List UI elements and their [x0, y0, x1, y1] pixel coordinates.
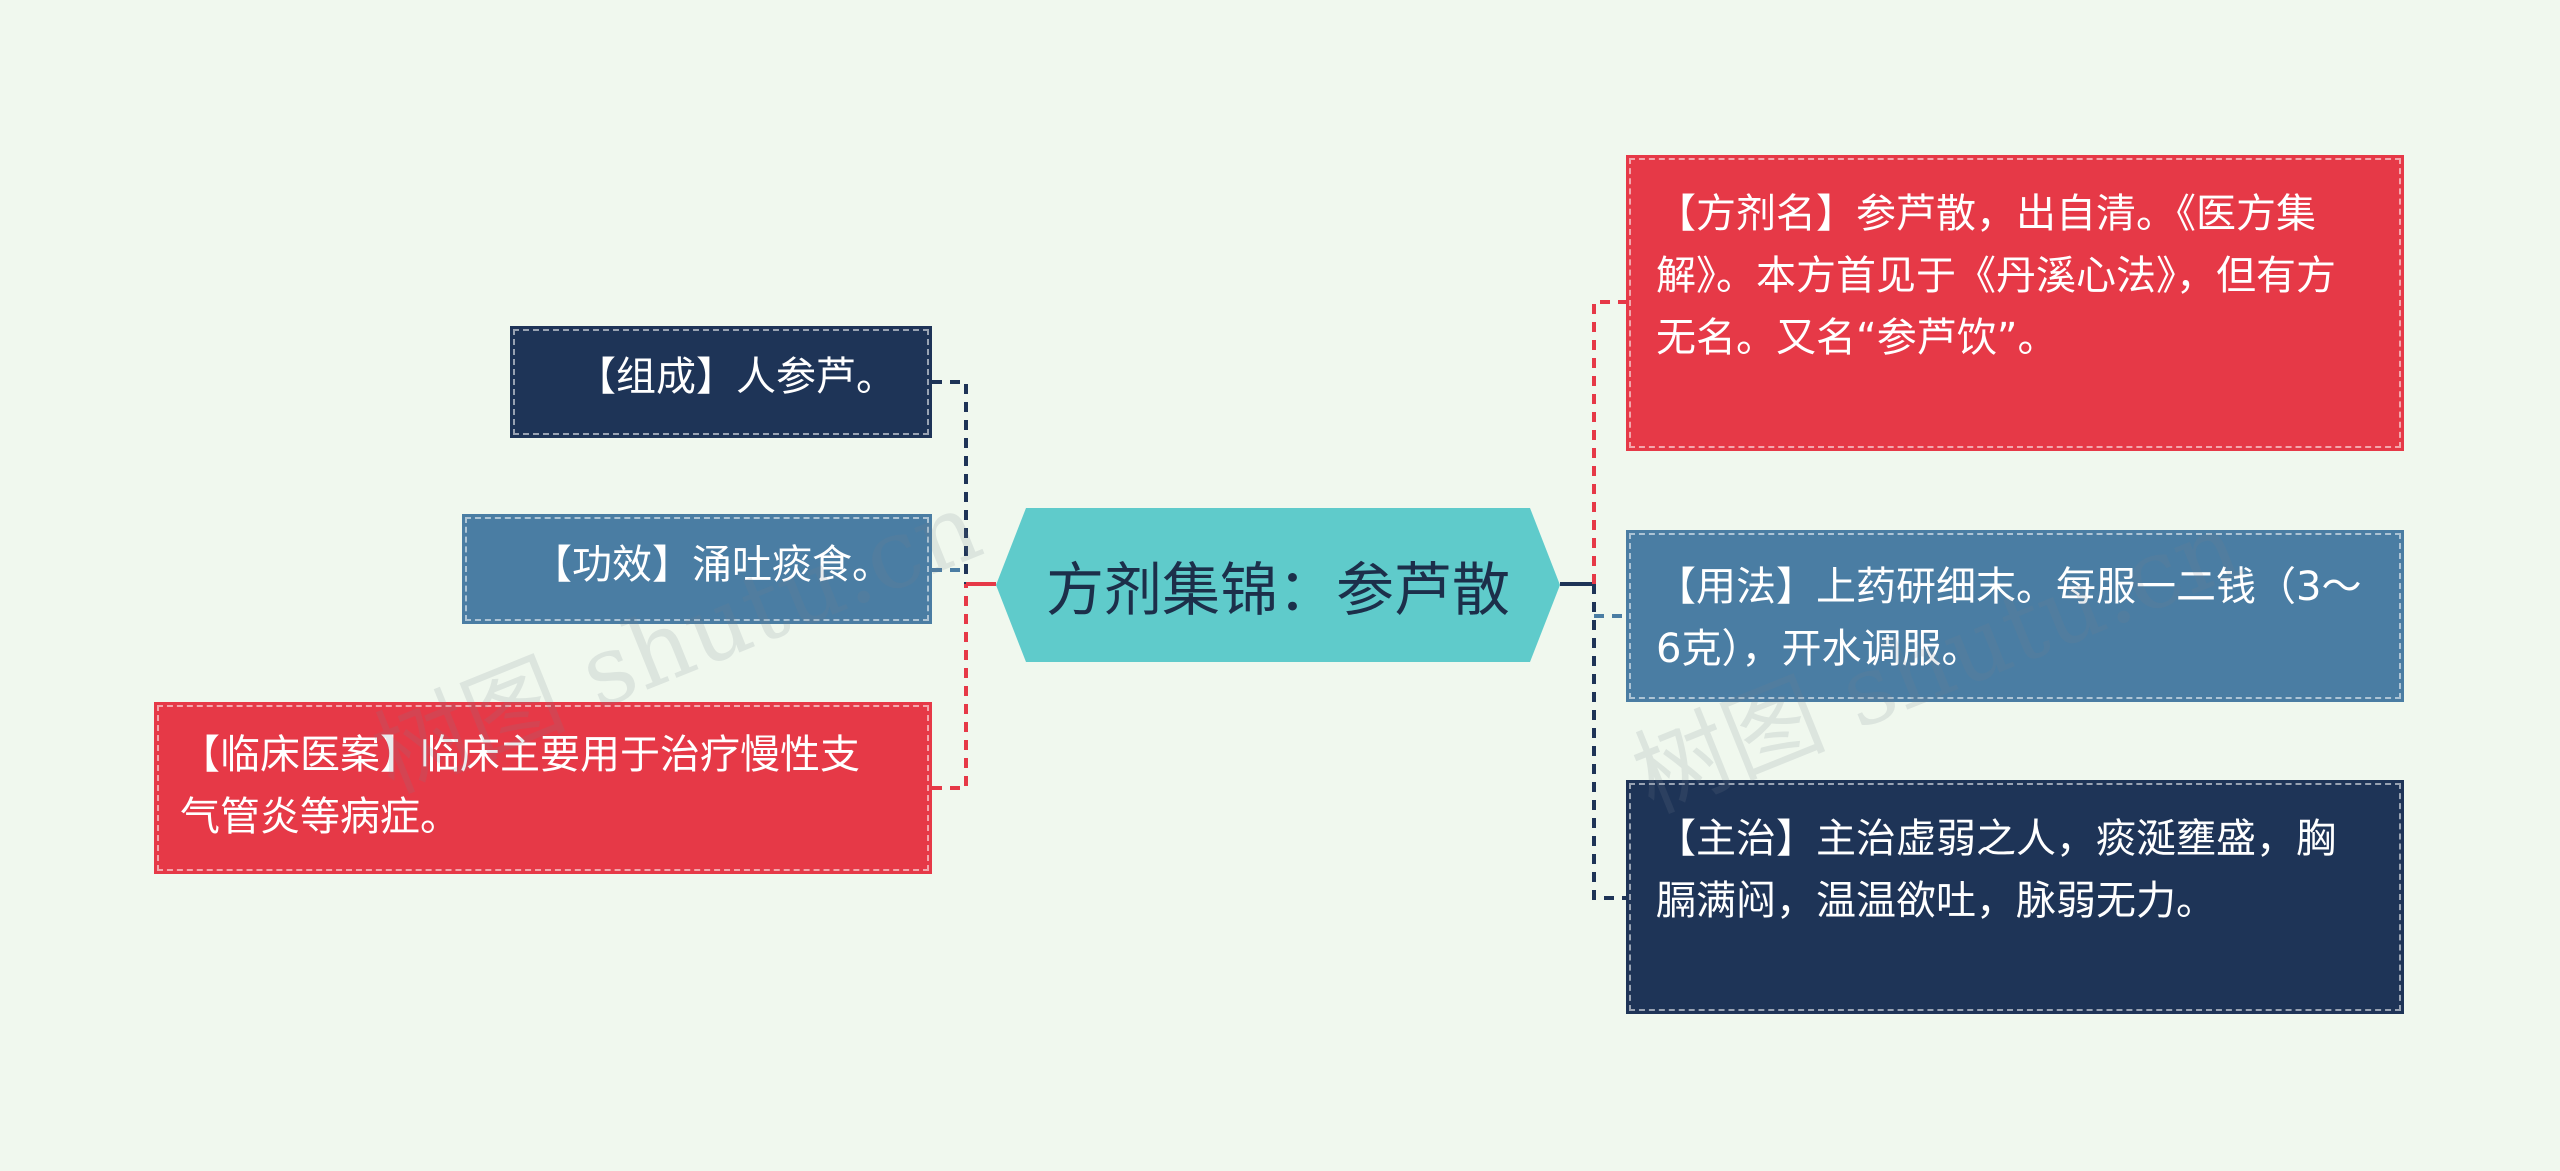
node-composition[interactable]: 【组成】人参芦。 [510, 326, 932, 438]
connector-name [1592, 300, 1626, 584]
node-clinical-cases[interactable]: 【临床医案】临床主要用于治疗慢性支气管炎等病症。 [154, 702, 932, 874]
center-topic-label: 方剂集锦：参芦散 [1045, 556, 1510, 624]
node-clinical-cases-text: 【临床医案】临床主要用于治疗慢性支气管炎等病症。 [180, 732, 860, 840]
node-formula-name-text: 【方剂名】参芦散，出自清。《医方集解》。本方首见于《丹溪心法》，但有方无名。又名… [1656, 191, 2336, 361]
node-formula-name[interactable]: 【方剂名】参芦散，出自清。《医方集解》。本方首见于《丹溪心法》，但有方无名。又名… [1626, 155, 2404, 451]
node-efficacy[interactable]: 【功效】涌吐痰食。 [462, 514, 932, 624]
node-indication-text: 【主治】主治虚弱之人，痰涎壅盛，胸膈满闷，温温欲吐，脉弱无力。 [1656, 816, 2336, 924]
connector-clinical [932, 584, 968, 790]
node-usage-text: 【用法】上药研细末。每服一二钱（3～6克），开水调服。 [1656, 564, 2362, 672]
connector-composition [932, 380, 996, 586]
node-usage[interactable]: 【用法】上药研细末。每服一二钱（3～6克），开水调服。 [1626, 530, 2404, 702]
node-indication[interactable]: 【主治】主治虚弱之人，痰涎壅盛，胸膈满闷，温温欲吐，脉弱无力。 [1626, 780, 2404, 1014]
node-composition-text: 【组成】人参芦。 [576, 354, 896, 400]
connector-indication [1592, 584, 1626, 900]
center-topic[interactable]: 方剂集锦：参芦散 [996, 508, 1560, 662]
node-efficacy-text: 【功效】涌吐痰食。 [532, 542, 892, 588]
